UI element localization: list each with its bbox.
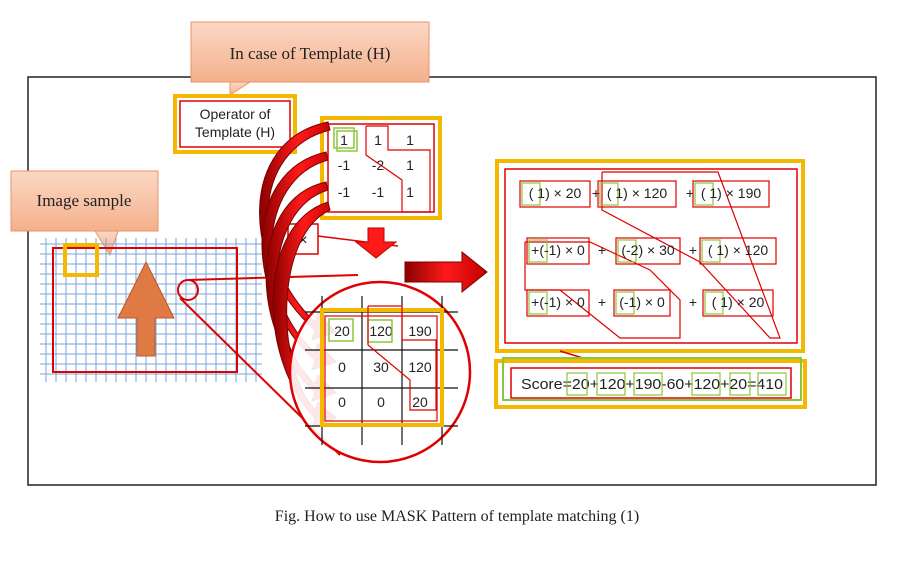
term-highlight bbox=[521, 182, 541, 206]
term-text: ( 1) × 120 bbox=[607, 185, 668, 201]
operator-label-line1: Operator of bbox=[200, 106, 271, 122]
multiply-symbol: × bbox=[298, 232, 307, 249]
up-arrow-shape bbox=[117, 260, 175, 357]
template-cell: 1 bbox=[406, 157, 414, 173]
term-box bbox=[692, 180, 770, 208]
term-text: + bbox=[598, 294, 606, 310]
right-arrow bbox=[404, 250, 488, 294]
patch-cell: 190 bbox=[408, 323, 432, 339]
template-cell: -1 bbox=[338, 157, 351, 173]
term-text: ( 1) × 20 bbox=[712, 294, 765, 310]
zoom-source-circle bbox=[177, 279, 199, 301]
down-arrow bbox=[354, 227, 398, 259]
patch-cell: 0 bbox=[377, 394, 385, 410]
term-box bbox=[526, 237, 590, 265]
terms-box: ( 1) × 20+( 1) × 120+( 1) × 190+(-1) × 0… bbox=[495, 159, 805, 353]
template-title-text: In case of Template (H) bbox=[230, 44, 391, 63]
term-text: ( 1) × 120 bbox=[708, 242, 769, 258]
template-cell: 1 bbox=[340, 132, 348, 148]
term-text: ( 1) × 20 bbox=[529, 185, 582, 201]
term-text: +(-1) × 0 bbox=[531, 294, 585, 310]
template-cell: 1 bbox=[374, 132, 382, 148]
patch-cell: 30 bbox=[373, 359, 389, 375]
template-cell: -2 bbox=[372, 157, 385, 173]
term-text: + bbox=[689, 242, 697, 258]
patch-cell: 0 bbox=[338, 359, 346, 375]
operator-label-line2: Template (H) bbox=[195, 124, 275, 140]
term-box bbox=[699, 237, 777, 265]
term-text: + bbox=[689, 294, 697, 310]
term-text: (-1) × 0 bbox=[619, 294, 665, 310]
term-text: +(-1) × 0 bbox=[531, 242, 585, 258]
term-highlight bbox=[701, 239, 721, 263]
term-highlight bbox=[615, 291, 635, 315]
patch-cell: 120 bbox=[408, 359, 432, 375]
image-sample-text: Image sample bbox=[37, 191, 132, 210]
term-highlight bbox=[599, 182, 619, 206]
template-cell: 1 bbox=[406, 132, 414, 148]
template-title-callout: In case of Template (H) bbox=[190, 21, 430, 96]
term-box bbox=[526, 289, 590, 317]
term-box bbox=[702, 289, 774, 317]
term-highlight bbox=[694, 182, 714, 206]
zoom-circle bbox=[288, 280, 472, 464]
template-matrix-box: 1 1 1 -1 -2 1 -1 -1 1 bbox=[320, 116, 442, 220]
term-highlight bbox=[617, 239, 637, 263]
template-cell: -1 bbox=[372, 184, 385, 200]
term-box bbox=[519, 180, 591, 208]
term-highlight bbox=[528, 239, 548, 263]
term-box bbox=[613, 289, 671, 317]
term-highlight bbox=[704, 291, 724, 315]
term-text: + bbox=[592, 185, 600, 201]
template-cell: -1 bbox=[338, 184, 351, 200]
template-cell: 1 bbox=[406, 184, 414, 200]
sample-highlight-box bbox=[63, 243, 99, 277]
patch-cell: 20 bbox=[334, 323, 350, 339]
patch-cell: 0 bbox=[338, 394, 346, 410]
term-box bbox=[615, 237, 681, 265]
operator-label-box: Operator of Template (H) bbox=[173, 94, 297, 154]
patch-cell: 20 bbox=[412, 394, 428, 410]
image-sample-border bbox=[52, 247, 238, 373]
term-text: ( 1) × 190 bbox=[701, 185, 762, 201]
image-patch-box: 20 120 190 0 30 120 0 0 20 bbox=[320, 305, 444, 427]
figure-caption: Fig. How to use MASK Pattern of template… bbox=[274, 508, 640, 525]
score-box: Score=20+120+190-60+120+20=410 bbox=[494, 357, 807, 409]
term-highlight bbox=[528, 291, 548, 315]
term-text: (-2) × 30 bbox=[621, 242, 675, 258]
score-text: Score=20+120+190-60+120+20=410 bbox=[521, 376, 783, 393]
term-box bbox=[597, 180, 677, 208]
main-frame bbox=[27, 76, 877, 486]
patch-cell: 120 bbox=[369, 323, 393, 339]
term-text: + bbox=[686, 185, 694, 201]
term-text: + bbox=[598, 242, 606, 258]
